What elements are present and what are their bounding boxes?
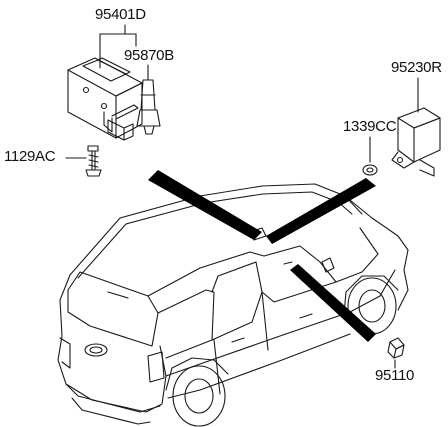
leader-lines (148, 170, 376, 342)
leader-95230r (266, 178, 376, 244)
bracket-95401d (99, 24, 137, 69)
module-95230r (391, 77, 441, 177)
part-label-1129ac: 1129AC (4, 148, 56, 165)
leader-95401d (148, 170, 262, 240)
control-unit-95401d (67, 57, 143, 141)
part-label-95230r: 95230R (391, 59, 442, 76)
part-label-95110: 95110 (375, 367, 415, 384)
part-label-95870b: 95870B (124, 47, 174, 64)
part-label-1339cc: 1339CC (343, 118, 397, 135)
part-label-95401d: 95401D (95, 6, 146, 23)
leader-95110 (290, 264, 376, 342)
washer-1339cc (362, 136, 378, 176)
bolt-1129ac (65, 145, 102, 177)
sensor-95870b (136, 64, 161, 135)
sensor-95110 (387, 337, 405, 369)
